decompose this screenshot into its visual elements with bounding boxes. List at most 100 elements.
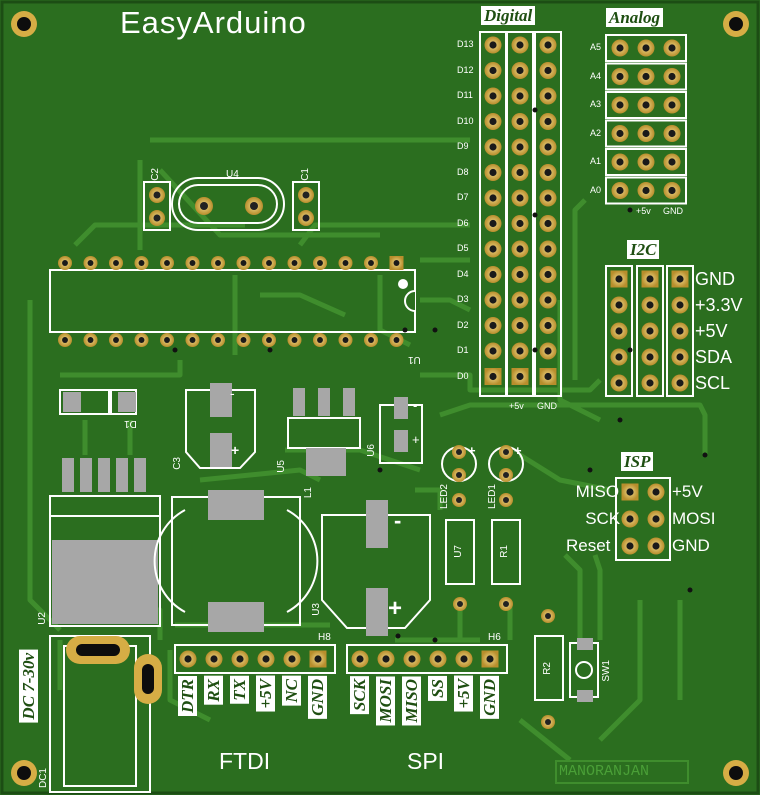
digital-pin-pad bbox=[539, 368, 557, 385]
u1-pin-bottom bbox=[364, 333, 378, 347]
digital-pin-pad bbox=[484, 138, 502, 156]
analog-pin-pad bbox=[637, 153, 655, 171]
i2c-pin-pad bbox=[641, 374, 659, 392]
spi-pin-pad bbox=[403, 650, 421, 668]
spi-pin-label-4: +5V bbox=[454, 676, 473, 712]
analog-row-outline bbox=[605, 119, 687, 148]
u1-pin-bottom bbox=[83, 333, 98, 347]
switch-sw1[interactable] bbox=[569, 638, 599, 702]
digital-pin-pad bbox=[539, 189, 557, 207]
digital-pin-pad bbox=[484, 266, 502, 283]
digital-pin-pad bbox=[539, 291, 557, 309]
spi-pin-label-0: SCK bbox=[350, 676, 369, 715]
via bbox=[395, 633, 401, 639]
ftdi-pin-pad bbox=[309, 650, 327, 668]
spi-outline bbox=[346, 644, 508, 674]
digital-pin-pad bbox=[511, 62, 529, 79]
component-u7 bbox=[445, 519, 475, 611]
isp-pin-pad bbox=[647, 483, 665, 501]
c3-minus: - bbox=[230, 385, 235, 401]
analog-title: Analog bbox=[606, 8, 664, 27]
via bbox=[267, 347, 273, 353]
digital-pin-pad bbox=[511, 215, 529, 232]
isp-right-label-2: GND bbox=[672, 536, 710, 555]
analog-pin-pad bbox=[663, 39, 681, 57]
isp-pin-pad bbox=[621, 537, 639, 555]
u1-pin-bottom bbox=[211, 333, 225, 347]
ref-c3: C3 bbox=[172, 457, 183, 470]
u1-pin-bottom bbox=[58, 333, 72, 347]
u1-pin-top bbox=[83, 256, 98, 270]
ic-u1-atmega bbox=[49, 269, 416, 333]
ftdi-pin-label-0: DTR bbox=[178, 676, 197, 716]
digital-pin-label-d8: D8 bbox=[457, 166, 469, 177]
analog-pin-label-a4: A4 bbox=[590, 70, 602, 81]
analog-pin-pad bbox=[663, 182, 681, 199]
i2c-pin-label-3: SDA bbox=[695, 347, 733, 367]
spi-title: SPI bbox=[407, 748, 445, 774]
analog-pin-label-a2: A2 bbox=[590, 127, 602, 138]
u6-minus: - bbox=[413, 398, 418, 413]
spi-pin-pad bbox=[455, 650, 473, 668]
analog-pin-pad bbox=[637, 125, 655, 142]
analog-pin-pad bbox=[663, 68, 681, 85]
ref-r2: R2 bbox=[542, 662, 553, 675]
digital-pin-pad bbox=[511, 368, 529, 385]
digital-pin-pad bbox=[484, 113, 502, 130]
ref-led2: LED2 bbox=[439, 484, 450, 510]
i2c-column-outline bbox=[666, 265, 694, 397]
ref-u2: U2 bbox=[37, 612, 48, 625]
mounting-holes bbox=[11, 11, 749, 786]
u1-pin-top bbox=[364, 256, 378, 270]
digital-pin-pad bbox=[539, 164, 557, 181]
ftdi-pin-label-2: TX bbox=[230, 676, 249, 704]
ref-l1: L1 bbox=[303, 487, 314, 499]
i2c-pin-pad bbox=[610, 374, 628, 392]
analog-row-outline bbox=[605, 62, 687, 91]
i2c-pin-pad bbox=[610, 348, 628, 366]
isp-title: ISP bbox=[621, 452, 654, 471]
i2c-pin-pad bbox=[641, 270, 659, 288]
digital-pin-pad bbox=[484, 291, 502, 309]
u1-pin-top bbox=[160, 256, 174, 270]
digital-pin-pad bbox=[539, 36, 557, 54]
led1 bbox=[488, 445, 524, 507]
i2c-pin-pad bbox=[610, 270, 628, 288]
digital-pin-pad bbox=[539, 62, 557, 79]
spi-pin-pad bbox=[429, 650, 447, 668]
capacitor-c1 bbox=[292, 181, 320, 231]
digital-pin-pad bbox=[484, 189, 502, 207]
analog-pin-pad bbox=[637, 182, 655, 199]
i2c-pin-pad bbox=[671, 348, 689, 366]
isp-pin-pad bbox=[647, 510, 665, 528]
ref-u4: U4 bbox=[226, 169, 239, 180]
analog-row-outline bbox=[605, 91, 687, 119]
via bbox=[587, 467, 593, 473]
analog-row-outline bbox=[605, 148, 687, 176]
digital-pin-label-d3: D3 bbox=[457, 294, 469, 304]
digital-5v-label: +5v bbox=[509, 401, 524, 411]
ref-u3: U3 bbox=[311, 603, 322, 616]
analog-pin-label-a3: A3 bbox=[590, 99, 602, 109]
analog-pin-pad bbox=[637, 39, 655, 57]
u1-pin-bottom bbox=[236, 333, 251, 347]
u1-pin-top bbox=[338, 256, 353, 270]
u1-pin-bottom bbox=[134, 333, 149, 347]
digital-pin-pad bbox=[511, 87, 529, 105]
u1-pin-top bbox=[109, 256, 123, 270]
inductor-l1 bbox=[153, 490, 319, 632]
via bbox=[532, 212, 538, 218]
analog-pin-pad bbox=[637, 96, 655, 114]
digital-pin-label-d4: D4 bbox=[457, 268, 469, 279]
ftdi-outline bbox=[174, 644, 336, 674]
u3-minus: - bbox=[394, 508, 402, 533]
digital-pin-label-d6: D6 bbox=[457, 217, 469, 228]
i2c-pin-label-0: GND bbox=[695, 269, 735, 289]
digital-pin-pad bbox=[511, 266, 529, 283]
spi-ref: H6 bbox=[488, 632, 501, 643]
via bbox=[432, 327, 438, 333]
digital-pin-label-d7: D7 bbox=[457, 192, 469, 202]
u1-pin-bottom bbox=[389, 333, 404, 347]
analog-pin-pad bbox=[611, 39, 629, 57]
ftdi-pin-label-1: RX bbox=[204, 676, 223, 705]
